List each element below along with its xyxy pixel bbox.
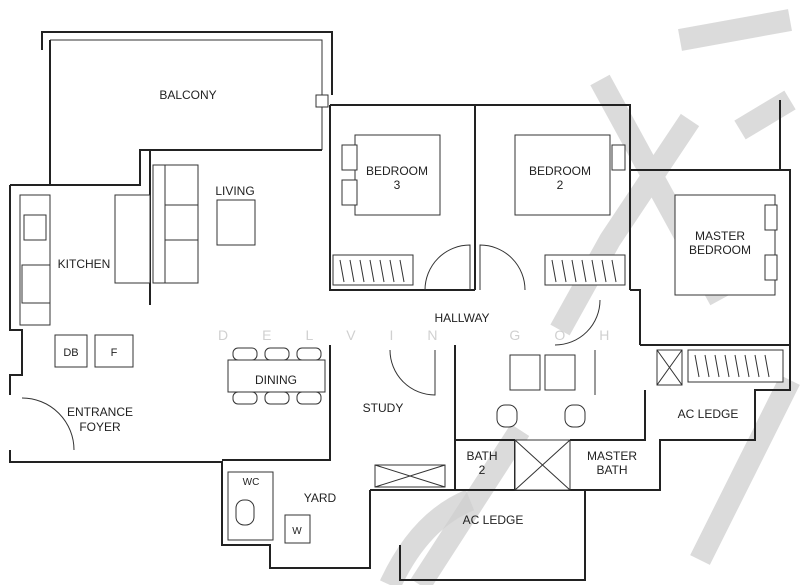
label-ac-ledge-right: AC LEDGE — [678, 407, 739, 421]
label-f: F — [111, 347, 118, 359]
basin-bath-2 — [509, 354, 541, 391]
label-study: STUDY — [363, 401, 404, 415]
label-bedroom-2: BEDROOM — [529, 164, 591, 178]
label-bath-2: BATH — [466, 449, 497, 463]
label-master-bath-2: BATH — [596, 463, 627, 477]
label-kitchen: KITCHEN — [58, 257, 111, 271]
basin-master-bath — [544, 354, 576, 391]
label-entrance: ENTRANCE — [67, 405, 133, 419]
balcony-walls — [41, 31, 333, 186]
dining-set — [227, 347, 326, 405]
sofa — [152, 164, 199, 284]
sink-icon — [23, 214, 47, 241]
label-bedroom-3-num: 3 — [394, 178, 401, 192]
bath-fixtures — [227, 349, 683, 544]
coffee-table — [216, 199, 256, 246]
toilet-bath-2 — [496, 404, 518, 428]
doors — [21, 244, 601, 451]
living-furniture — [114, 164, 256, 284]
label-master-bath: MASTER — [587, 449, 637, 463]
label-yard: YARD — [304, 491, 337, 505]
wardrobe-master — [687, 349, 784, 383]
label-dining: DINING — [255, 373, 297, 387]
label-bath-2-num: 2 — [479, 463, 486, 477]
label-balcony: BALCONY — [159, 88, 216, 102]
wardrobe-bedroom-3 — [332, 254, 414, 286]
label-w: W — [292, 526, 302, 537]
background-watermark-logo — [380, 9, 800, 585]
dining-table — [227, 359, 326, 393]
fridge-box — [94, 334, 134, 368]
bedroom-furniture — [332, 134, 784, 383]
bed-master — [674, 194, 776, 296]
toilet-wc — [235, 499, 255, 526]
tv-console — [114, 194, 151, 284]
room-labels: BALCONY LIVING KITCHEN BEDROOM 3 BEDROOM… — [58, 88, 751, 537]
label-wc: WC — [243, 477, 260, 488]
label-living: LIVING — [215, 184, 254, 198]
washer-box — [284, 514, 311, 544]
db-box — [54, 334, 88, 368]
shaft-icon — [315, 94, 329, 108]
label-foyer: FOYER — [79, 420, 121, 434]
toilet-master-bath — [564, 404, 586, 428]
label-db: DB — [63, 347, 78, 359]
bed-bedroom-2 — [514, 134, 611, 216]
label-bedroom-2-num: 2 — [557, 178, 564, 192]
label-hallway: HALLWAY — [434, 311, 489, 325]
stove-icon — [21, 264, 51, 304]
label-master-bedroom: MASTER — [695, 229, 745, 243]
bed-bedroom-3 — [354, 134, 441, 216]
label-ac-ledge-bottom: AC LEDGE — [463, 513, 524, 527]
wardrobe-bedroom-2 — [544, 254, 626, 286]
label-bedroom-3: BEDROOM — [366, 164, 428, 178]
watermark-text: DELVIN GOH — [218, 327, 643, 343]
label-master-bedroom-2: BEDROOM — [689, 243, 751, 257]
kitchen-fixtures — [19, 194, 134, 368]
